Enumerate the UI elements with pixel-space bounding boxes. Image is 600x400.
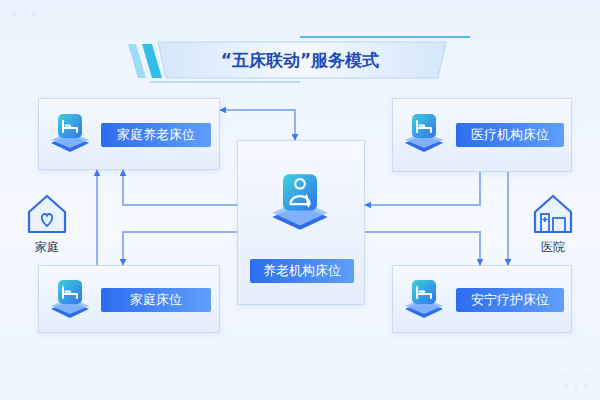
flow-arrow: [123, 232, 237, 265]
flow-arrow: [507, 172, 509, 265]
bed-label: 养老机构床位: [250, 259, 354, 283]
bed-panel: 安宁疗护床位: [392, 265, 572, 333]
house-icon: [29, 196, 65, 232]
hospital-icon: [535, 196, 571, 232]
flow-arrow: [220, 110, 295, 140]
flow-arrow: [123, 170, 237, 205]
flow-arrow: [365, 172, 480, 205]
place-node: 家庭: [20, 186, 74, 256]
bed-panel: 养老机构床位: [237, 140, 365, 305]
flow-arrow: [96, 170, 98, 265]
bed-label: 安宁疗护床位: [456, 288, 564, 312]
bed-label: 医疗机构床位: [456, 123, 564, 147]
diagram-title: “五床联动”服务模式: [160, 45, 440, 75]
flow-arrow: [365, 232, 480, 265]
bed-label: 家庭床位: [101, 288, 211, 312]
bed-panel: 家庭养老床位: [38, 98, 220, 170]
bed-panel: 家庭床位: [38, 265, 220, 333]
place-label: 医院: [526, 239, 580, 256]
place-node: 医院: [526, 186, 580, 256]
bed-label: 家庭养老床位: [101, 123, 211, 147]
bed-panel: 医疗机构床位: [392, 98, 572, 172]
place-label: 家庭: [20, 239, 74, 256]
